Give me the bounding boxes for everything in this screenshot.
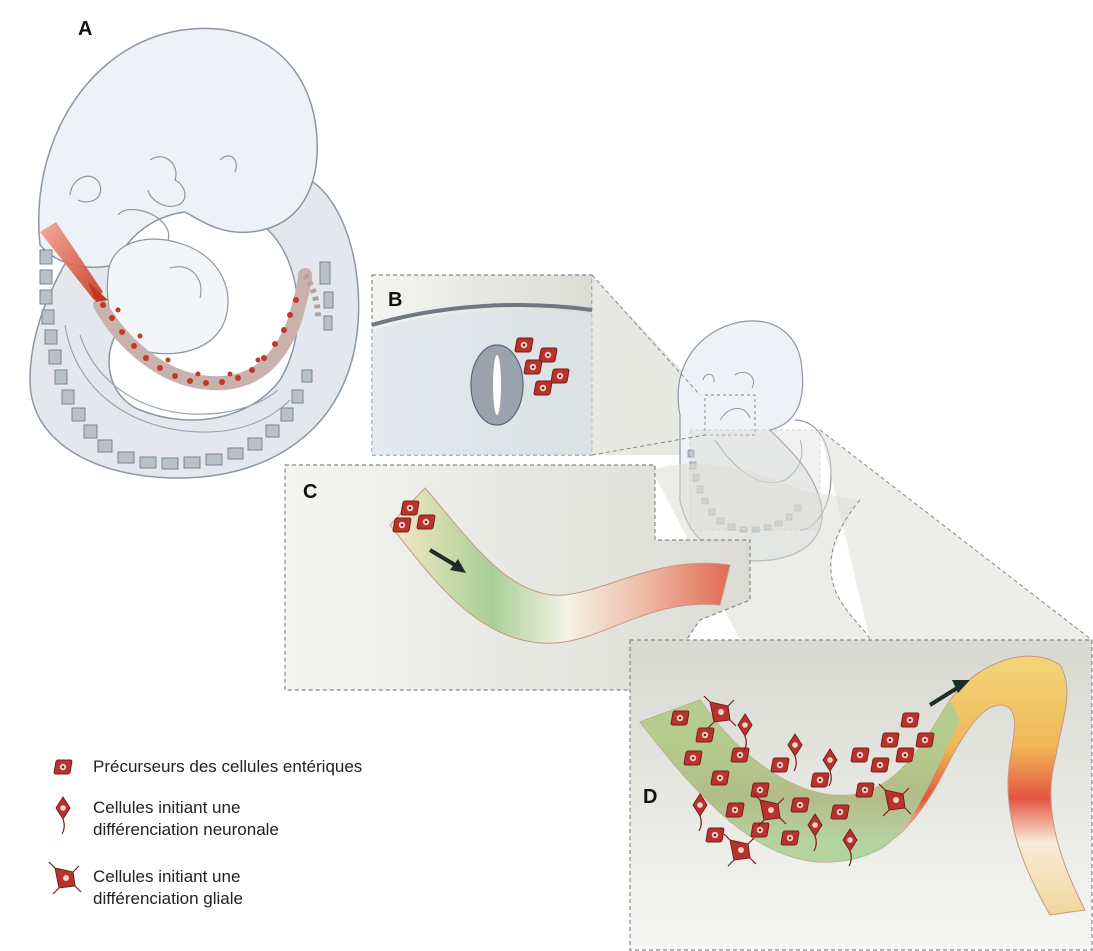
neuronal-cell-icon [56,797,70,834]
precursor-cell-icon [54,760,72,774]
panel-b: B [372,275,705,455]
panel-label-a: A [78,18,92,40]
legend-precursors: Précurseurs des cellules entériques [93,756,362,778]
legend-glial-line2: différenciation gliale [93,888,243,910]
panel-label-d: D [643,786,657,808]
panel-d: D [630,640,1092,950]
panel-a-embryo: A [30,18,359,478]
glial-cell-icon [49,862,81,894]
panel-label-b: B [388,289,402,311]
legend-neuronal-line1: Cellules initiant une [93,797,240,819]
panel-label-c: C [303,481,317,503]
legend-neuronal-line2: différenciation neuronale [93,819,279,841]
legend-icons [49,760,81,894]
legend-glial-line1: Cellules initiant une [93,866,240,888]
